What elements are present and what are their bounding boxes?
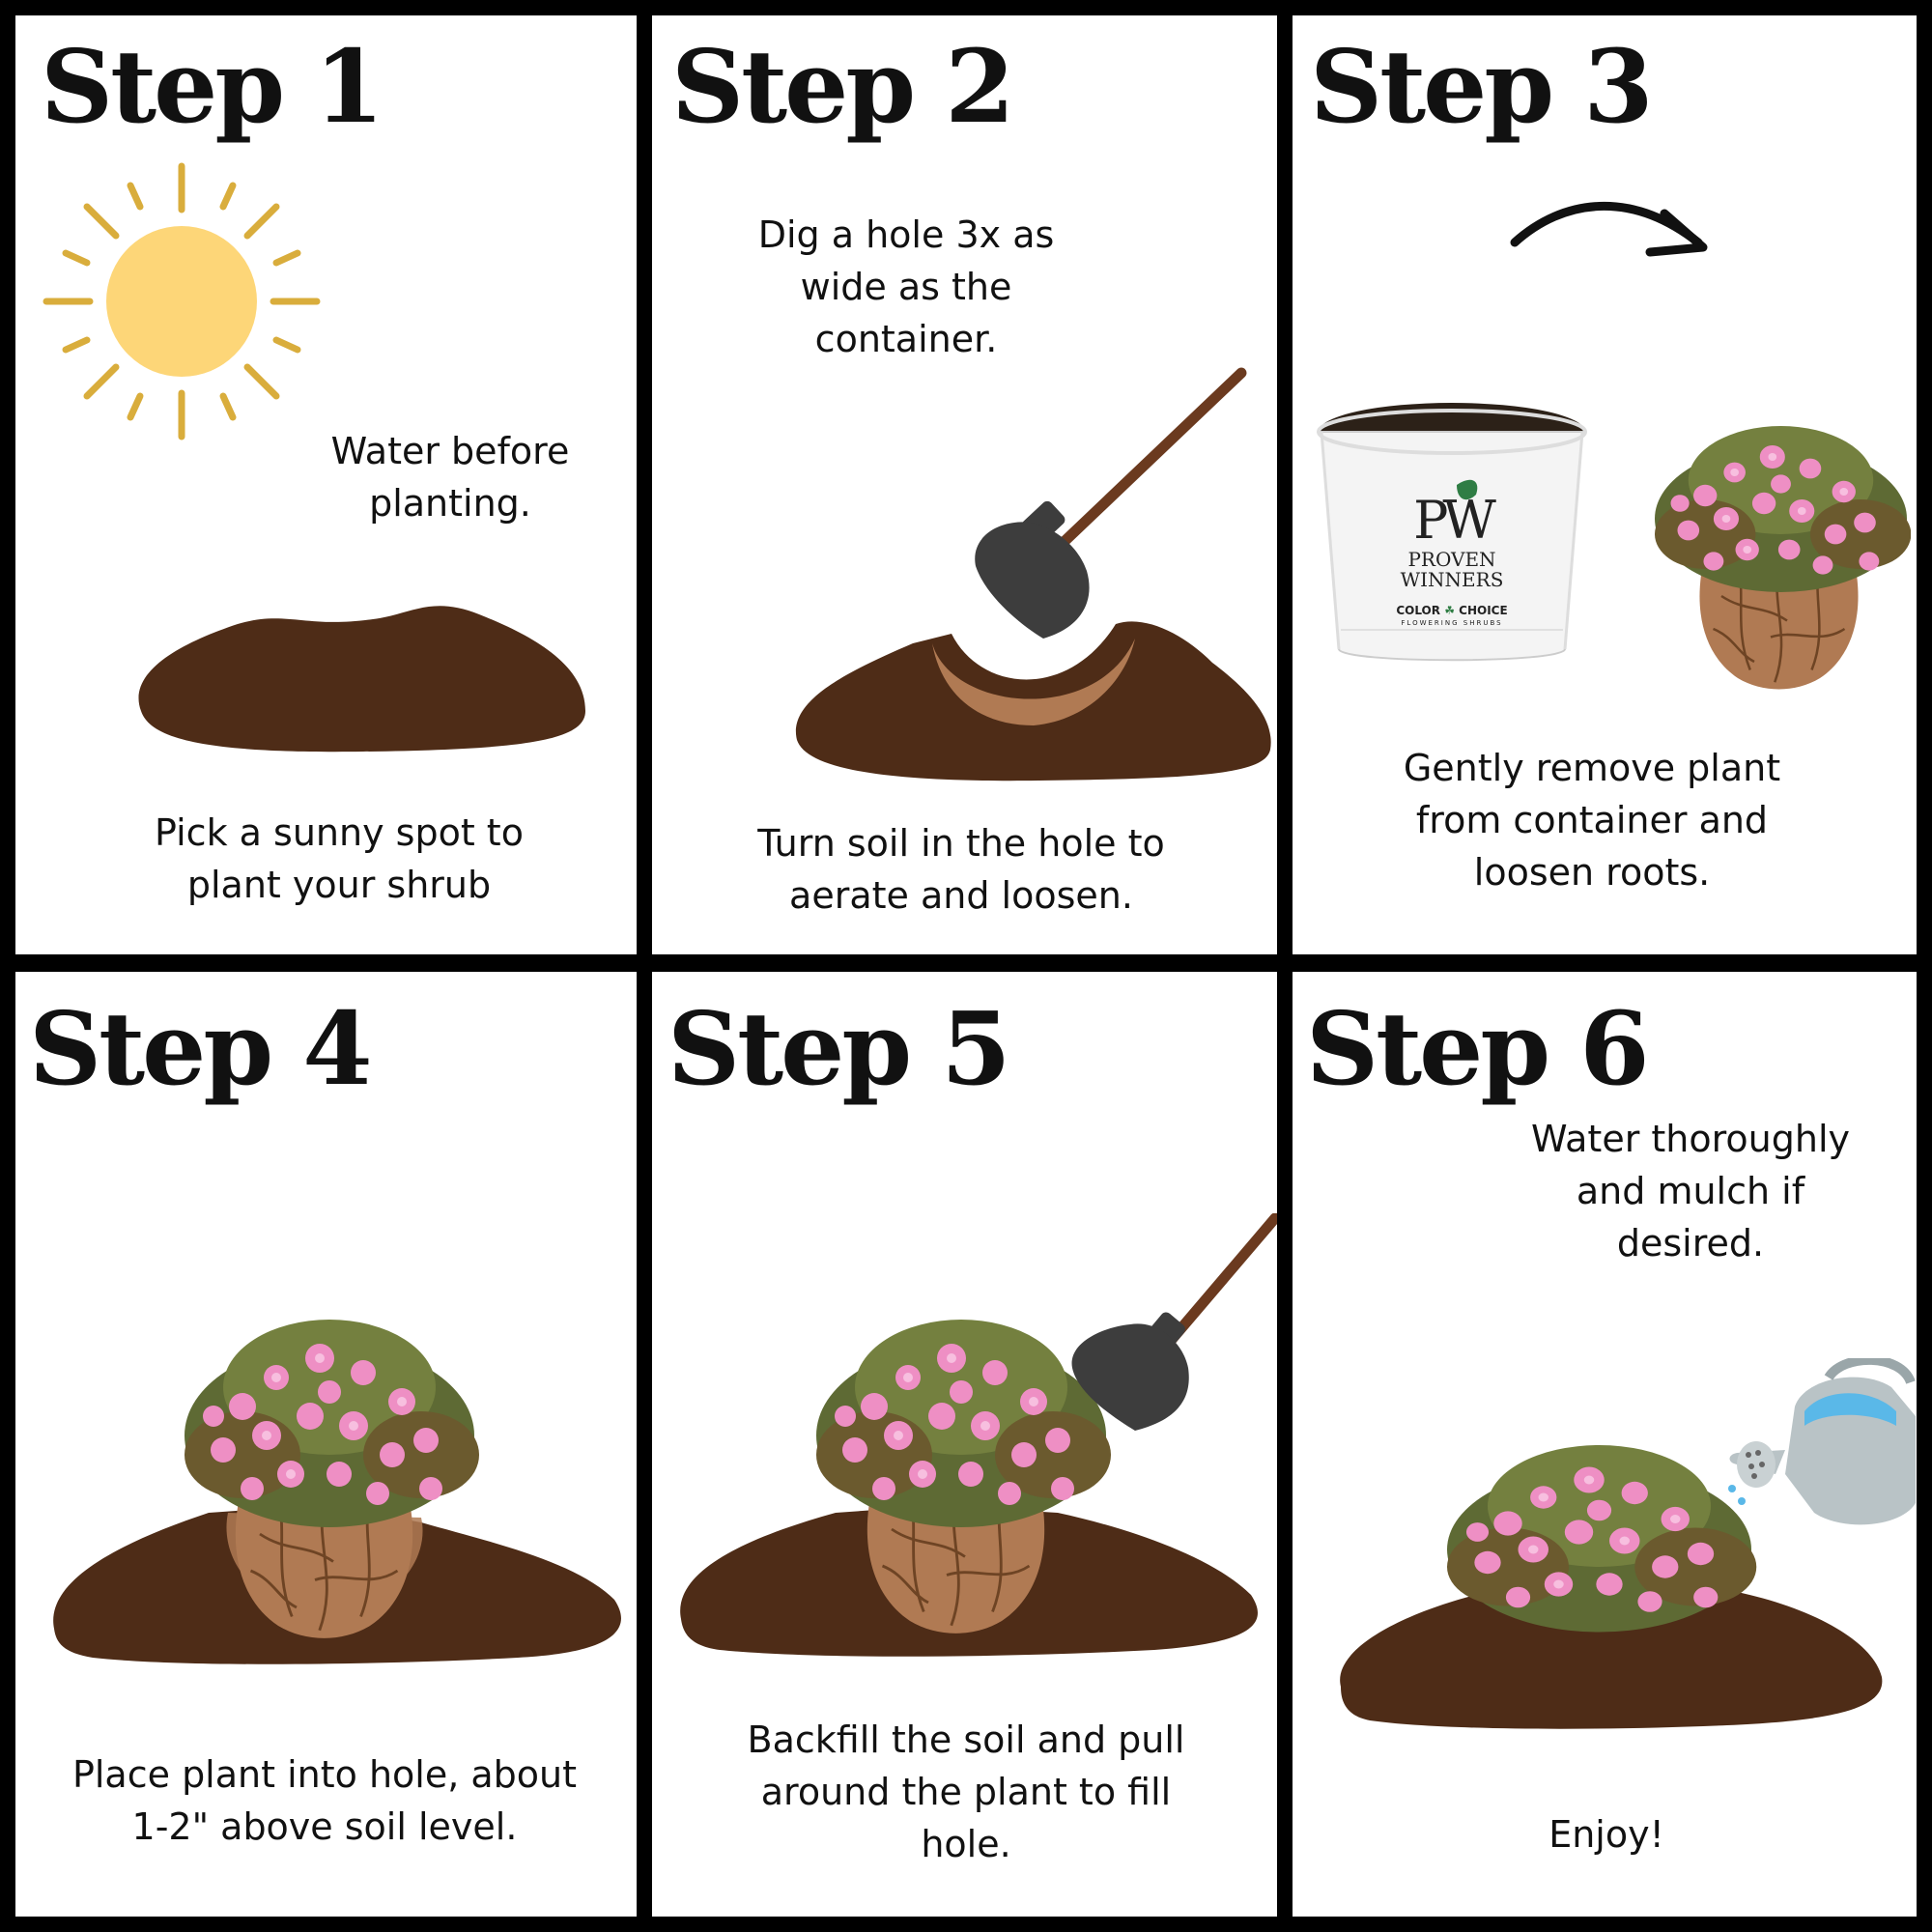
step-6-panel: Step 6 Water thoroughly and mulch if des… [1293, 972, 1917, 1917]
step-2-panel: Step 2 Dig a hole 3x as wide as the cont… [652, 15, 1277, 954]
pot-brand-line3: COLOR ☘ CHOICE [1396, 604, 1508, 617]
plant-with-root-ball-icon [1650, 421, 1911, 692]
pot-brand-line4: FLOWERING SHRUBS [1401, 619, 1503, 627]
step-note: Water thoroughly and mulch if desired. [1530, 1118, 1850, 1264]
step-title: Step 6 [1306, 989, 1650, 1108]
watering-can-icon [1727, 1358, 1917, 1542]
step-3-panel: Step 3 PW PROVEN WINNERS COLOR ☘ [1293, 15, 1917, 954]
step-caption: Turn soil in the hole to aerate and loos… [757, 822, 1165, 917]
mulched-shrub-illustration [1321, 1445, 1891, 1754]
step-caption: Place plant into hole, about 1-2" above … [71, 1753, 578, 1848]
pot-brand-line1: PROVEN [1407, 548, 1496, 571]
step-1-panel: Step 1 [15, 15, 637, 954]
step-title: Step 3 [1310, 27, 1654, 146]
soil-mound [122, 595, 595, 759]
step-title: Step 5 [668, 989, 1011, 1108]
step-note: Dig a hole 3x as wide as the container. [757, 213, 1055, 360]
curved-arrow-icon [1505, 189, 1737, 296]
step-title: Step 4 [29, 989, 373, 1108]
shovel-icon [942, 363, 1261, 653]
pot-brand-line2: WINNERS [1400, 568, 1504, 591]
step-note: Water before planting. [330, 430, 570, 525]
backfilled-shrub-illustration [662, 1320, 1277, 1706]
soil-mound-with-hole [778, 605, 1277, 788]
step-4-panel: Step 4 Place plant into hole, about 1-2"… [15, 972, 637, 1917]
step-caption: Backfill the soil and pull around the pl… [747, 1719, 1185, 1865]
pot-logo: PW [1413, 490, 1496, 551]
step-title: Step 2 [671, 27, 1015, 146]
step-caption: Pick a sunny spot to plant your shrub [155, 811, 524, 906]
plant-pot-icon: PW PROVEN WINNERS COLOR ☘ CHOICE FLOWERI… [1312, 398, 1592, 688]
planted-shrub-illustration [35, 1320, 634, 1706]
step-caption: Gently remove plant from container and l… [1403, 747, 1781, 894]
step-title: Step 1 [41, 27, 384, 146]
shovel-icon [1067, 1213, 1277, 1464]
step-caption: Enjoy! [1548, 1813, 1664, 1856]
step-5-panel: Step 5 Backfill the soil and pull around… [652, 972, 1277, 1917]
sun-icon [27, 147, 336, 456]
